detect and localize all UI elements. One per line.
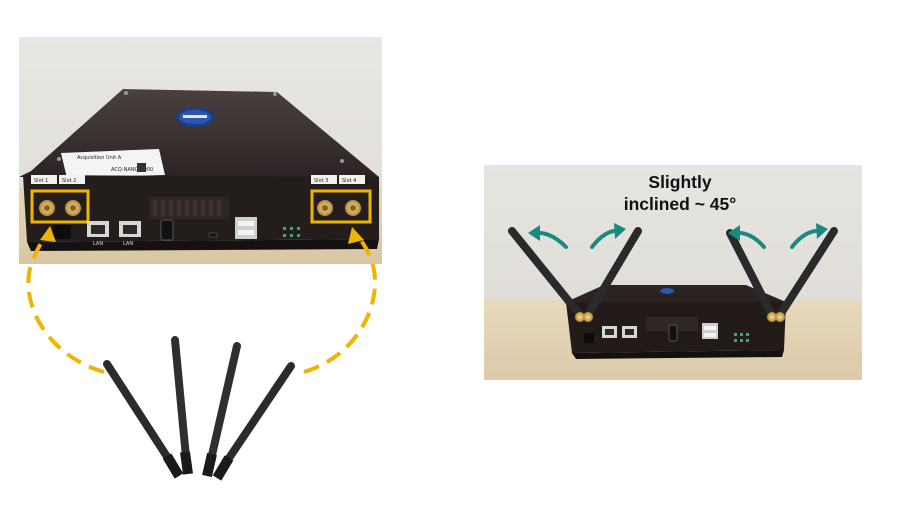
mounted-antenna-3 (726, 229, 777, 322)
status-leds (283, 227, 300, 237)
arrow-head-right (348, 227, 364, 244)
slot-label-1 (31, 175, 57, 184)
antenna-2 (171, 336, 193, 475)
lan-label-2: LAN (123, 241, 133, 247)
device-rear-illustration: Acquisition Unit A ACQ-NANO-0000 Slot 1 … (19, 37, 382, 264)
device-rear-photo: Acquisition Unit A ACQ-NANO-0000 Slot 1 … (19, 37, 382, 264)
antenna-1 (103, 360, 184, 479)
svg-text:Slot 3: Slot 3 (314, 178, 328, 184)
highlight-box-right (310, 189, 372, 224)
svg-text:Slot 1: Slot 1 (34, 178, 48, 184)
antenna-group (95, 330, 305, 495)
slot-label-4 (339, 175, 365, 184)
mounted-antenna-2 (583, 227, 642, 322)
dashed-arc-right (303, 232, 377, 374)
highlight-box-left (30, 189, 90, 224)
lan-label-1: LAN (93, 241, 103, 247)
device-with-antennas-photo (484, 165, 862, 380)
mounted-antennas-illustration (484, 165, 862, 380)
svg-text:Slot 4: Slot 4 (342, 178, 356, 184)
antenna-3 (202, 342, 241, 478)
slot-label-3 (311, 175, 337, 184)
slot-label-2 (59, 175, 85, 184)
tilt-annotation: Slightly inclined ~ 45° (560, 171, 800, 215)
dashed-arc-left (26, 231, 105, 374)
svg-text:Slot 2: Slot 2 (62, 178, 76, 184)
arrow-head-left (40, 226, 56, 242)
device-lid-right (566, 285, 786, 302)
hdmi-port (160, 219, 174, 241)
annotation-line-1: Slightly (648, 172, 712, 192)
antenna-4 (212, 362, 295, 481)
antennas (103, 336, 295, 481)
mounted-antenna-1 (508, 227, 585, 322)
power-jack (53, 225, 71, 239)
annotation-line-2: inclined ~ 45° (623, 194, 737, 214)
vent-grille (149, 197, 229, 219)
sticker-title: Acquisition Unit A (77, 155, 122, 161)
mounted-antenna-4 (775, 227, 838, 322)
sticker-model: ACQ-NANO-0000 (111, 167, 153, 173)
